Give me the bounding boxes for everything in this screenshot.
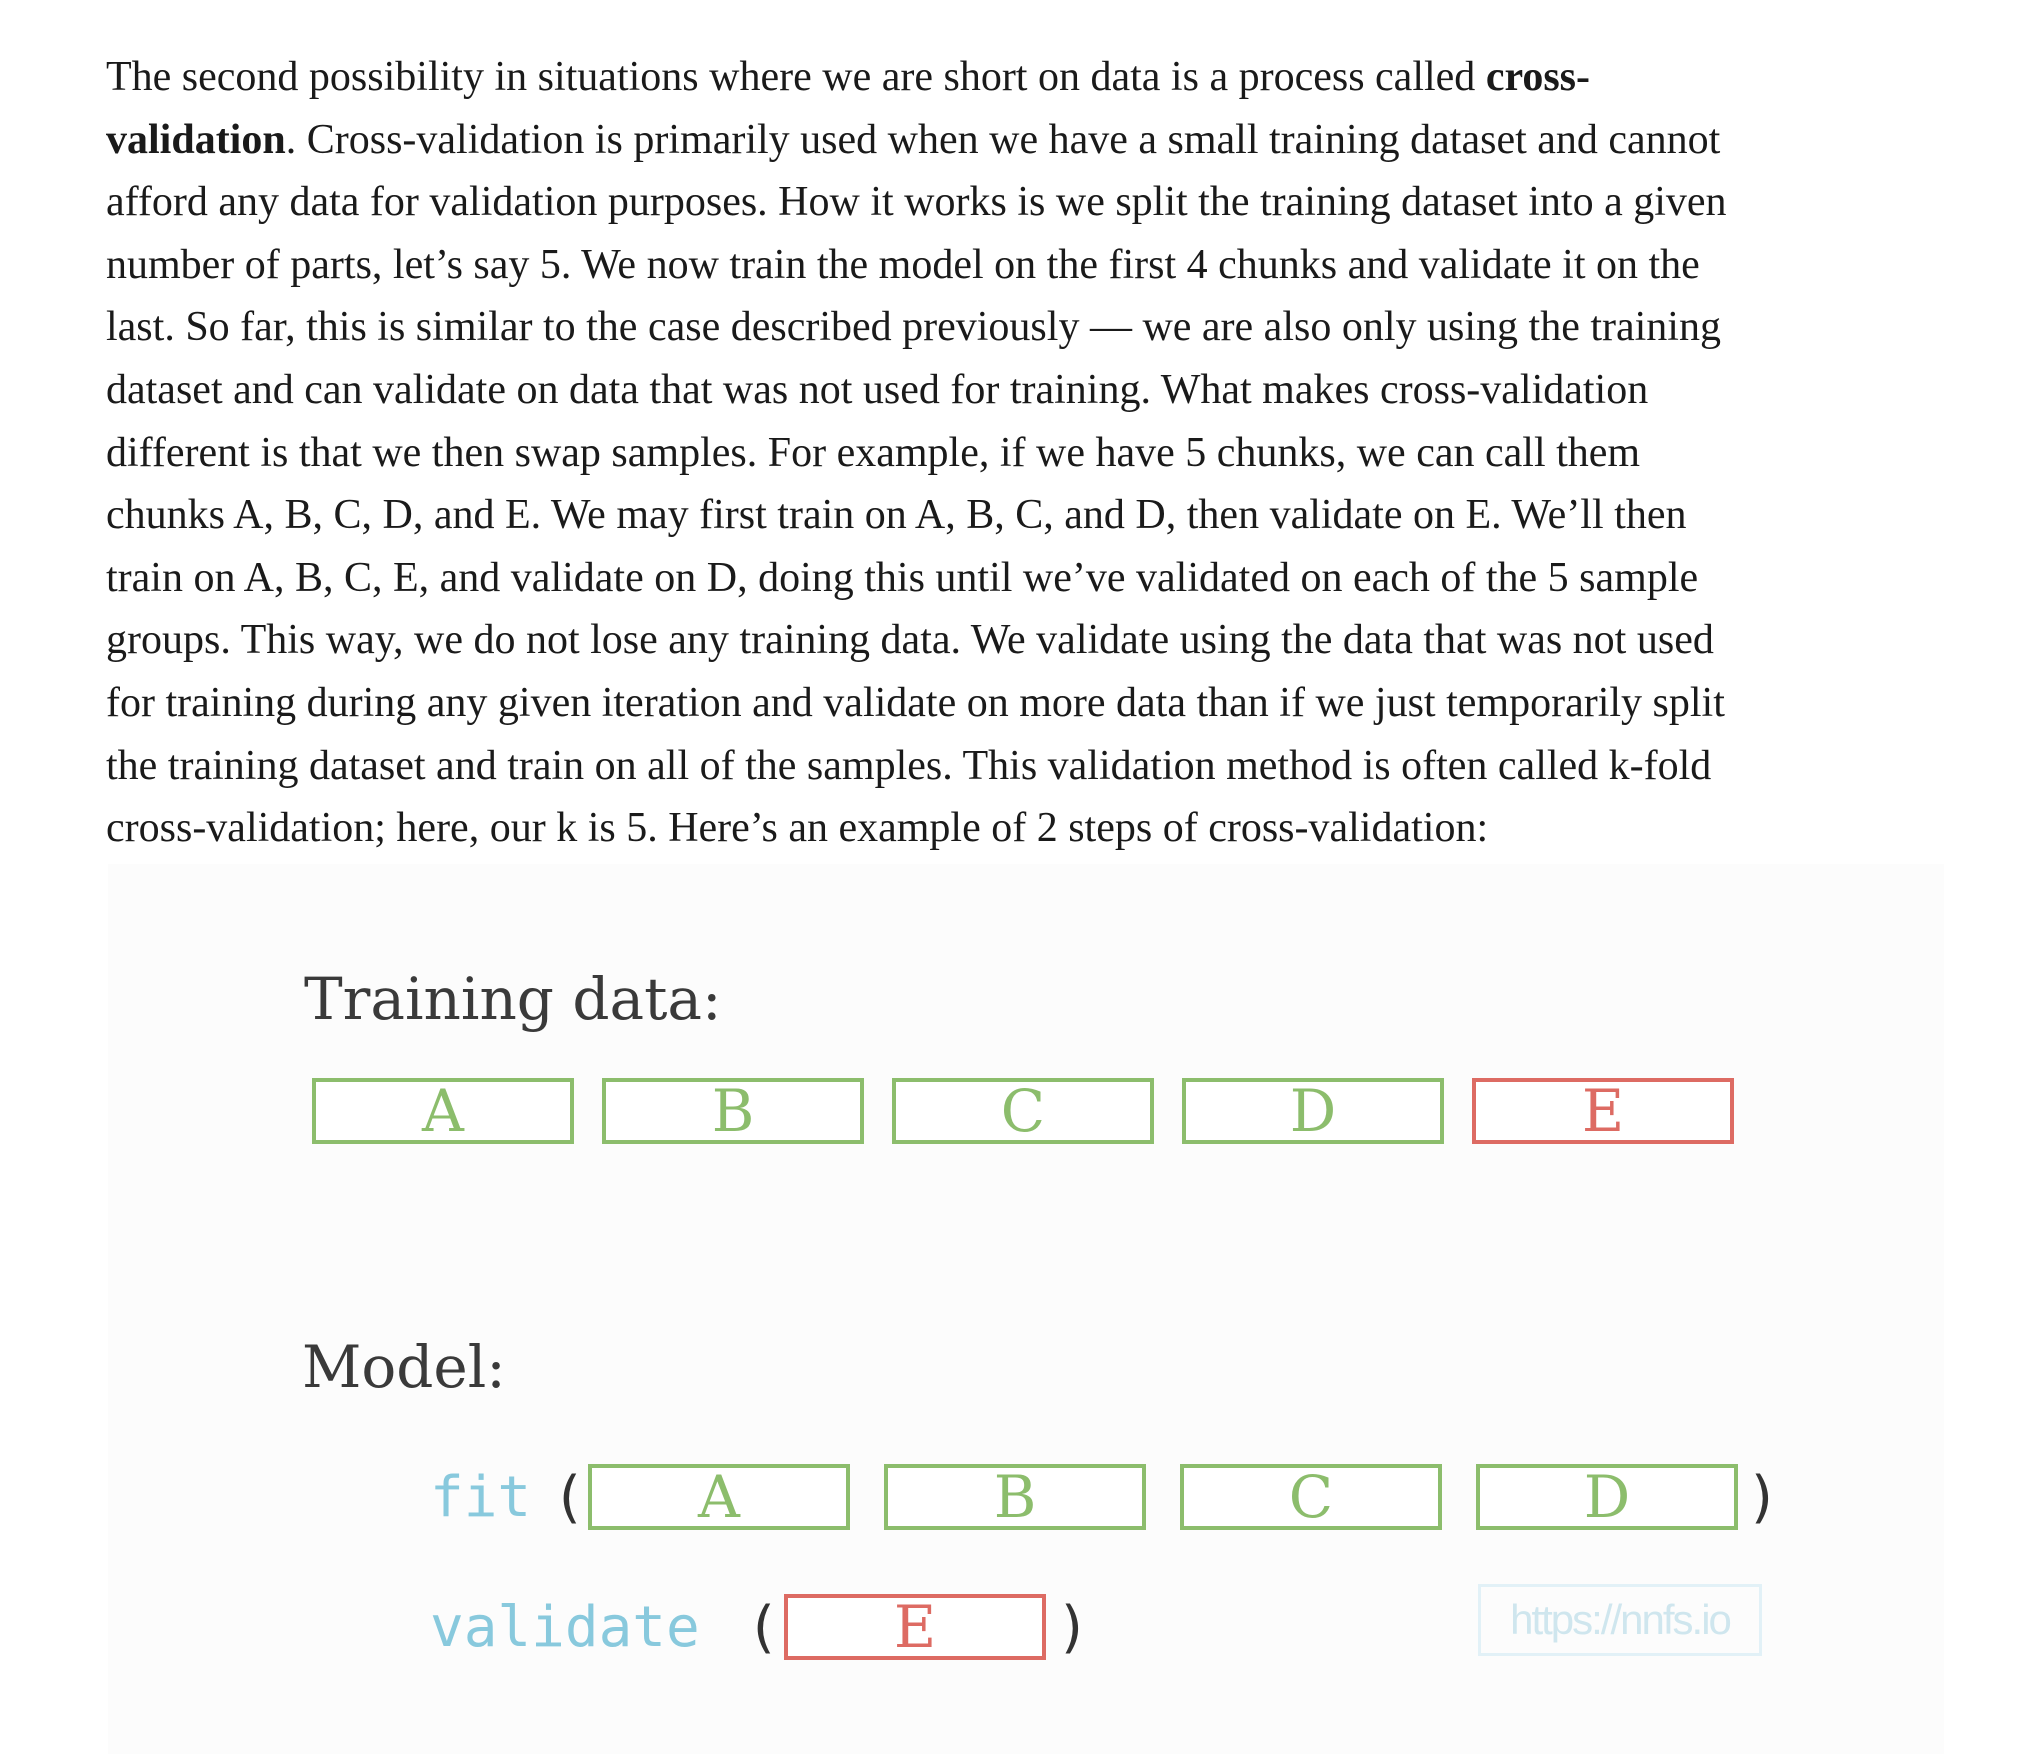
- training-chunk-d: D: [1182, 1078, 1444, 1144]
- paragraph-line: groups. This way, we do not lose any tra…: [106, 617, 1714, 664]
- paragraph-line: afford any data for validation purposes.…: [106, 179, 1727, 226]
- validate-open-paren: (: [746, 1595, 780, 1660]
- paragraph-line: for training during any given iteration …: [106, 679, 1725, 726]
- paragraph-line: different is that we then swap samples. …: [106, 429, 1641, 476]
- validate-label: validate: [430, 1595, 700, 1660]
- fit-close-paren: ): [1746, 1465, 1780, 1530]
- paragraph-line: chunks A, B, C, D, and E. We may first t…: [106, 492, 1687, 539]
- paragraph-line: number of parts, let’s say 5. We now tra…: [106, 241, 1700, 288]
- bold-term: validation: [106, 116, 286, 163]
- body-paragraph: The second possibility in situations whe…: [106, 46, 1956, 860]
- fit-open-paren: (: [552, 1465, 586, 1530]
- fit-chunk-d: D: [1476, 1464, 1738, 1530]
- training-data-heading: Training data:: [304, 965, 722, 1033]
- training-chunk-a: A: [312, 1078, 574, 1144]
- paragraph-line: dataset and can validate on data that wa…: [106, 366, 1649, 413]
- paragraph-line: The second possibility in situations whe…: [106, 54, 1591, 100]
- bold-term: cross-: [1485, 54, 1591, 100]
- fit-chunk-b: B: [884, 1464, 1146, 1530]
- model-heading: Model:: [302, 1333, 506, 1401]
- training-chunk-b: B: [602, 1078, 864, 1144]
- paragraph-line: last. So far, this is similar to the cas…: [106, 304, 1721, 351]
- watermark-url: https://nnfs.io: [1478, 1584, 1762, 1656]
- paragraph-line: cross-validation; here, our k is 5. Here…: [106, 805, 1489, 852]
- training-chunk-c: C: [892, 1078, 1154, 1144]
- validate-close-paren: ): [1056, 1595, 1090, 1660]
- paragraph-line: the training dataset and train on all of…: [106, 742, 1712, 789]
- paragraph-line: train on A, B, C, E, and validate on D, …: [106, 554, 1699, 601]
- validate-chunk-e: E: [784, 1594, 1046, 1660]
- training-chunk-e: E: [1472, 1078, 1734, 1144]
- fit-label: fit: [430, 1465, 532, 1530]
- fit-chunk-a: A: [588, 1464, 850, 1530]
- paragraph-line: validation. Cross-validation is primaril…: [106, 116, 1721, 163]
- fit-chunk-c: C: [1180, 1464, 1442, 1530]
